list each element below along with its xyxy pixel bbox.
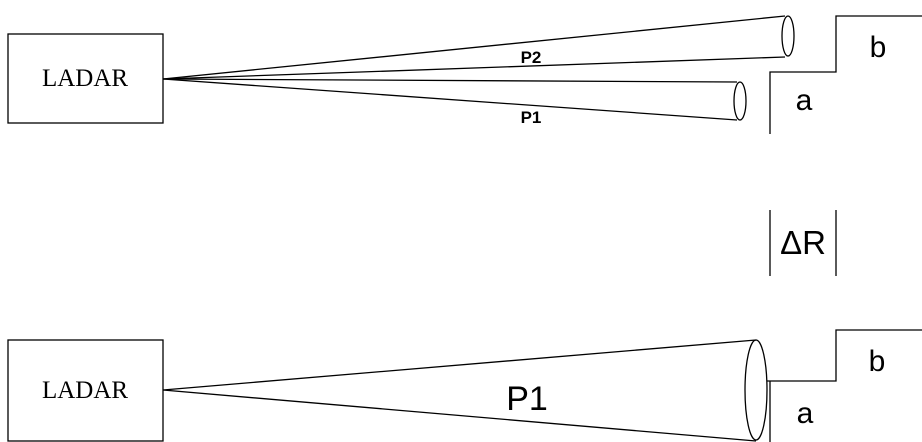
- beam-p1: P1: [162, 78, 747, 127]
- beam-p2: P2: [162, 15, 795, 80]
- top-step-label-b: b: [870, 31, 887, 64]
- beam-p1-label: P1: [521, 108, 542, 127]
- top-step-profile: [769, 15, 922, 134]
- bottom-step-profile: [767, 329, 922, 382]
- top-ladar-label: LADAR: [42, 65, 128, 92]
- top-panel: LADAR P2 P1 a b: [7, 15, 922, 134]
- bottom-panel: LADAR P1 a b: [7, 329, 922, 442]
- top-ladar-box: [7, 33, 164, 124]
- range-marker: ΔR: [769, 210, 837, 276]
- top-step-label-a: a: [796, 84, 813, 117]
- beam-p1-wide-label: P1: [506, 380, 548, 418]
- beam-p1-spot: [733, 81, 747, 121]
- beam-p1-wide-spot: [744, 339, 768, 441]
- beam-p2-label: P2: [521, 48, 542, 67]
- range-marker-label: ΔR: [780, 224, 826, 261]
- beam-p2-spot: [781, 15, 795, 57]
- beam-p1-wide: P1: [162, 339, 768, 442]
- bottom-ladar-label: LADAR: [42, 377, 128, 404]
- bottom-ladar-box: [7, 339, 164, 442]
- bottom-step-label-b: b: [869, 345, 886, 378]
- bottom-step-label-a: a: [797, 397, 814, 430]
